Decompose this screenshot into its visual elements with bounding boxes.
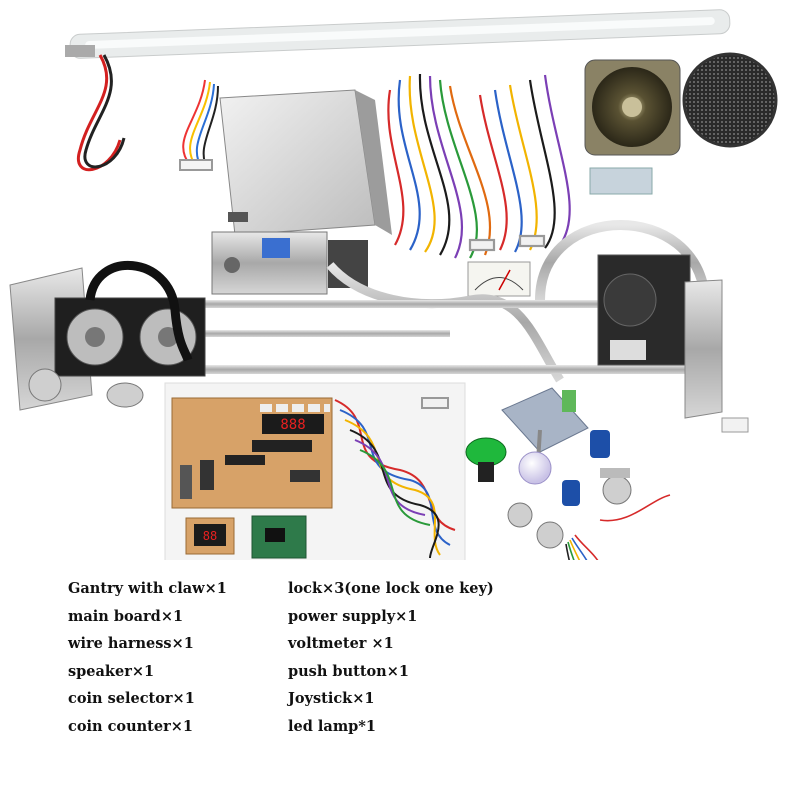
part-locks: lock×3(one lock one key) [288,580,494,597]
green-circuit-board [251,515,307,559]
locks-and-keys [507,430,632,549]
coin-counter-digits: 88 [203,529,217,543]
wire-harness [387,73,571,259]
part-coin-selector: coin selector×1 [68,690,195,707]
small-harness [179,79,219,171]
speaker-grill [682,52,778,148]
part-power-supply: power supply×1 [288,607,418,625]
main-board: 888 [171,397,333,509]
voltmeter [467,261,531,297]
led-lamp [65,9,731,59]
joystick [501,387,589,485]
loose-wires [565,494,671,560]
gantry-with-claw [9,220,749,433]
parts-list-left-column: Gantry with claw×1 main board×1 wire har… [68,575,227,740]
part-joystick: Joystick×1 [288,690,375,707]
coin-selector [211,231,368,295]
part-speaker: speaker×1 [68,662,155,680]
speaker [584,59,681,156]
part-wire-harness: wire harness×1 [68,635,194,652]
board-display-digits: 888 [280,417,305,433]
push-button [465,437,507,482]
part-push-button: push button×1 [288,662,409,680]
part-led-lamp: led lamp*1 [288,717,376,735]
parts-list-right-column: lock×3(one lock one key) power supply×1 … [288,575,494,740]
claw-machine-parts-photo: 888 88 [9,9,778,560]
bagged-wire-harness [334,397,456,559]
power-supply [219,89,392,236]
lock-bracket [589,167,653,195]
part-voltmeter: voltmeter ×1 [288,635,394,652]
parts-list: Gantry with claw×1 main board×1 wire har… [0,575,800,775]
part-gantry-with-claw: Gantry with claw×1 [68,580,227,597]
part-main-board: main board×1 [68,607,184,625]
lamp-wire [76,54,126,172]
coin-counter-board: 88 [185,517,235,555]
part-coin-counter: coin counter×1 [68,717,193,735]
